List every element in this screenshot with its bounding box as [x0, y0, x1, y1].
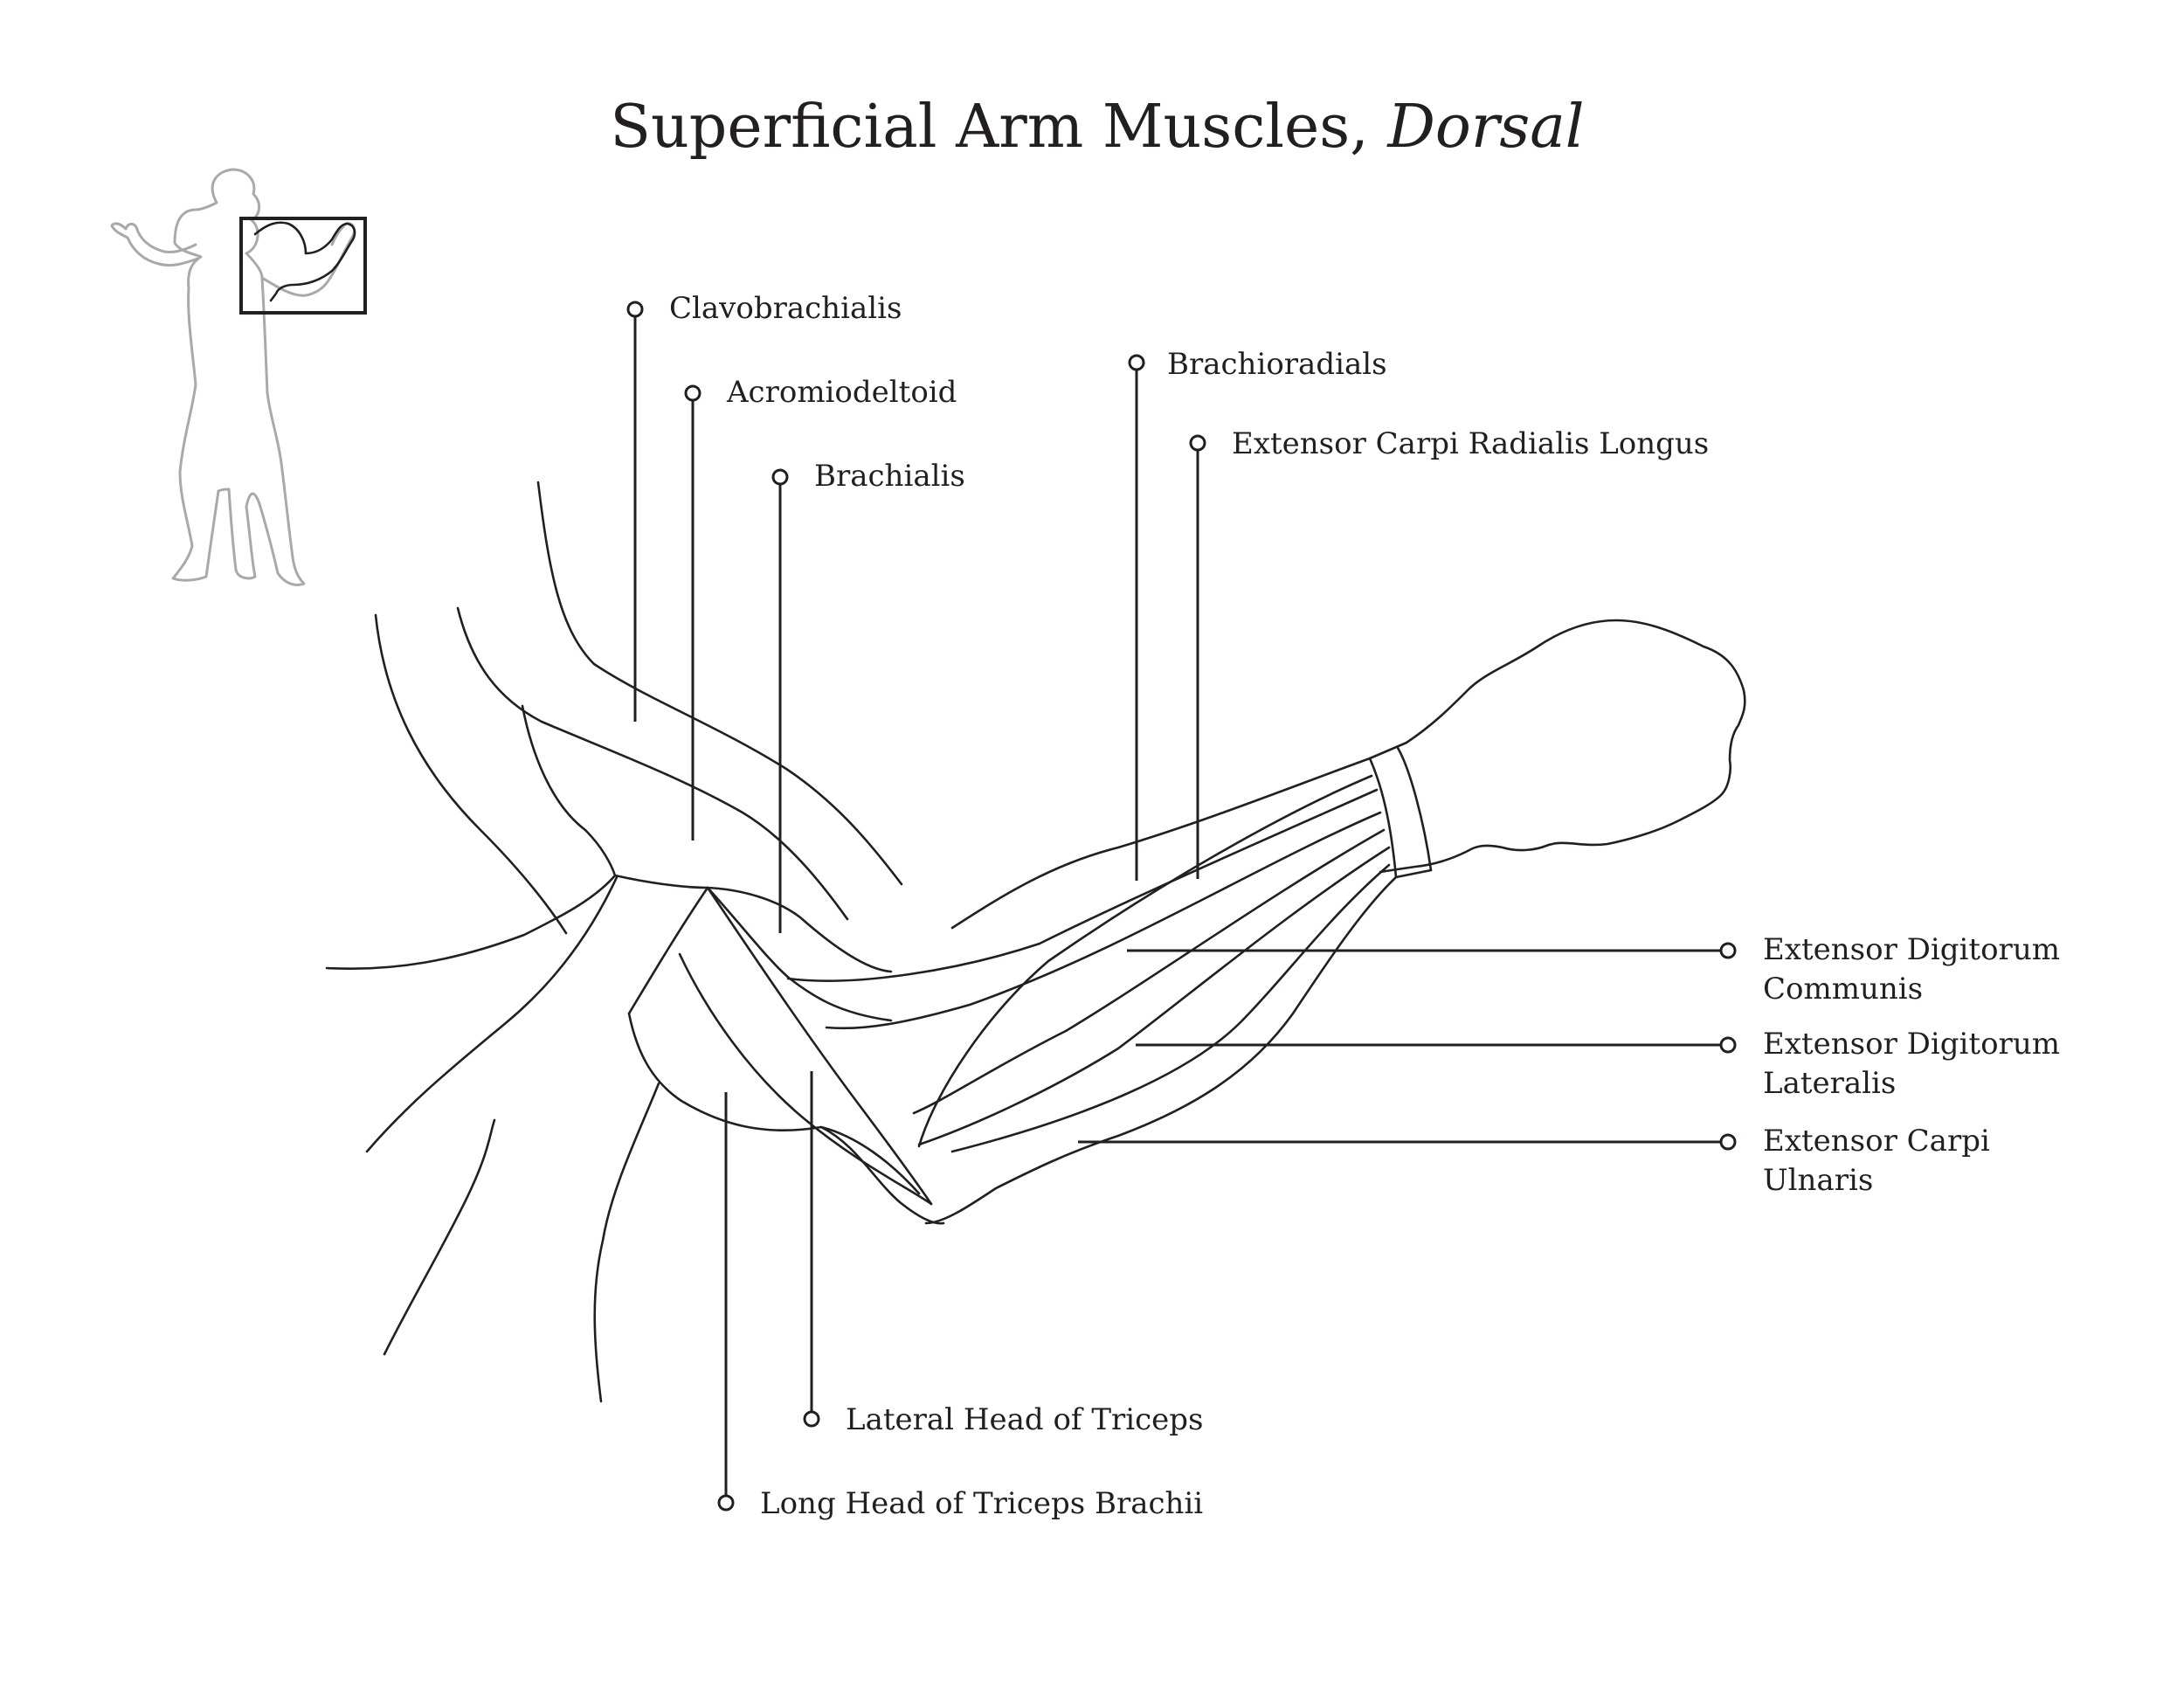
upper-arm-top-curve — [536, 481, 903, 886]
cat-silhouette-locator — [110, 168, 367, 586]
locator-box — [239, 217, 367, 315]
label-lateral-triceps: Lateral Head of Triceps — [846, 1402, 1204, 1437]
label-ecu-line2: Ulnaris — [1763, 1163, 1873, 1198]
brachialis-curve — [706, 886, 893, 1022]
forearm-muscle-line-3 — [912, 828, 1386, 1115]
paw-outline — [1379, 619, 1746, 874]
label-brachialis: Brachialis — [814, 459, 965, 494]
leader-dot-brachioradialis — [1128, 354, 1145, 371]
leader-dot-ecu — [1719, 1133, 1737, 1151]
label-long-triceps: Long Head of Triceps Brachii — [760, 1486, 1203, 1521]
wrist-band-line-1 — [1368, 757, 1398, 879]
cat-silhouette-outline — [171, 168, 306, 586]
triceps-long-outline — [627, 1012, 945, 1225]
back-lower-curve — [593, 1082, 660, 1403]
wrist-band-bottom — [1394, 868, 1433, 879]
label-edc-line2: Communis — [1763, 972, 1923, 1007]
leader-dot-edl — [1719, 1036, 1737, 1054]
deltoid-lower-curve — [613, 874, 893, 973]
leader-dot-clavobrachialis — [626, 301, 644, 318]
forearm-upper-edge — [950, 757, 1372, 930]
title-italic: Dorsal — [1386, 93, 1584, 162]
label-edc-line1: Extensor Digitorum — [1763, 932, 2060, 967]
triceps-inner-curve — [706, 886, 933, 1206]
page-title: Superficial Arm Muscles, Dorsal — [610, 93, 1584, 162]
elbow-lower-curve — [819, 1125, 921, 1195]
label-ecrl: Extensor Carpi Radialis Longus — [1232, 426, 1709, 461]
leader-lines — [626, 301, 1737, 1512]
shoulder-outer-curve-2 — [325, 874, 617, 971]
forearm-muscle-line-4 — [917, 846, 1391, 1146]
label-acromiodeltoid: Acromiodeltoid — [726, 375, 957, 410]
cat-left-arm — [110, 222, 199, 267]
leader-dot-brachialis — [771, 468, 789, 486]
wrist-band-top — [1368, 741, 1408, 760]
forearm-muscle-line-2 — [825, 811, 1382, 1030]
triceps-upper-line — [627, 886, 709, 1015]
lateral-head-curve — [678, 952, 933, 1206]
leader-dot-long-triceps — [717, 1494, 735, 1512]
leader-dot-ecrl — [1189, 434, 1206, 452]
shoulder-outer-curve-1 — [374, 613, 568, 935]
leader-dot-edc — [1719, 942, 1737, 959]
label-clavobrachialis: Clavobrachialis — [669, 291, 902, 326]
triceps-lateral-outline — [365, 875, 619, 1153]
label-ecu-line1: Extensor Carpi — [1763, 1124, 1990, 1159]
back-upper-curve — [383, 1118, 496, 1356]
label-edl-line2: Lateralis — [1763, 1066, 1896, 1101]
label-brachioradialis: Brachioradials — [1167, 347, 1387, 382]
forearm-muscle-line-5 — [950, 863, 1391, 1153]
forearm-lower-edge — [924, 875, 1398, 1225]
clavobrachialis-curve — [456, 606, 849, 921]
forearm-muscle-line-1 — [786, 788, 1379, 982]
leader-dot-lateral-triceps — [803, 1410, 820, 1428]
arm-illustration — [325, 481, 1746, 1403]
wrist-band-line-2 — [1396, 746, 1433, 872]
forearm-muscle-line-6 — [917, 774, 1373, 1148]
locator-arm-shape — [253, 221, 356, 302]
title-main: Superficial Arm Muscles, — [610, 93, 1387, 162]
label-edl-line1: Extensor Digitorum — [1763, 1027, 2060, 1062]
labels: Clavobrachialis Acromiodeltoid Brachiali… — [669, 291, 2060, 1521]
acromiodeltoid-curve — [521, 704, 617, 877]
leader-dot-acromiodeltoid — [684, 384, 702, 402]
